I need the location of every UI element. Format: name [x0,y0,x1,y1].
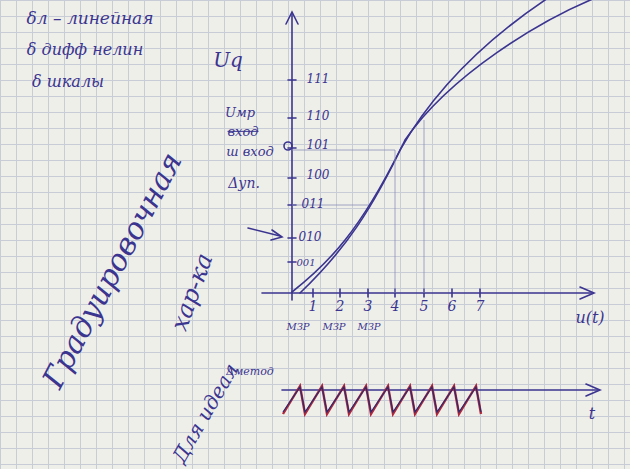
tick-marks [313,289,480,297]
unit-label: МЗР [286,321,309,332]
arrow-head [286,12,298,24]
axis-label: t [589,405,595,423]
time-axis [282,389,598,391]
tick-label: 2 [336,299,345,314]
note: Uмр [225,106,255,120]
marker-dot [284,142,292,150]
tick-label: 1 [309,299,318,314]
arrow-head [580,287,594,299]
code-label: 111 [307,73,330,86]
rotated-title: хар-ка [166,250,218,334]
code-label: 101 [307,139,330,152]
note: Δуп. [228,176,260,191]
rotated-title: Градуировочная [36,147,188,394]
arrow-head [271,230,282,240]
tick-label: 6 [448,299,457,314]
characteristic-line [300,0,600,293]
code-label: 110 [307,110,330,123]
unit-label: МЗР [322,321,345,332]
note: δ дифф нелин [27,41,143,59]
code-label: 011 [302,198,325,211]
tick-label: 5 [420,299,429,314]
y-axis [291,14,293,300]
code-label: 001 [296,257,315,268]
unit-label: МЗР [357,321,380,332]
note: δ шкалы [32,73,104,91]
note: ш вход [226,145,273,159]
arrow-head [586,384,600,396]
note: δл – линейная [27,9,154,28]
guide-lines [292,120,424,293]
code-label: 100 [307,169,330,182]
x-axis [262,292,592,294]
axis-label: Uq [213,49,243,71]
code-label: 010 [299,231,322,244]
tick-label: 7 [476,299,485,314]
tick-marks [288,80,296,262]
sawtooth-error [283,386,481,414]
note: вход [228,125,259,139]
rotated-note: Для идеал [168,359,242,466]
axis-label: u(t) [575,309,604,327]
tick-label: 4 [391,299,400,314]
tick-label: 3 [364,299,373,314]
sawtooth-error [283,387,481,412]
